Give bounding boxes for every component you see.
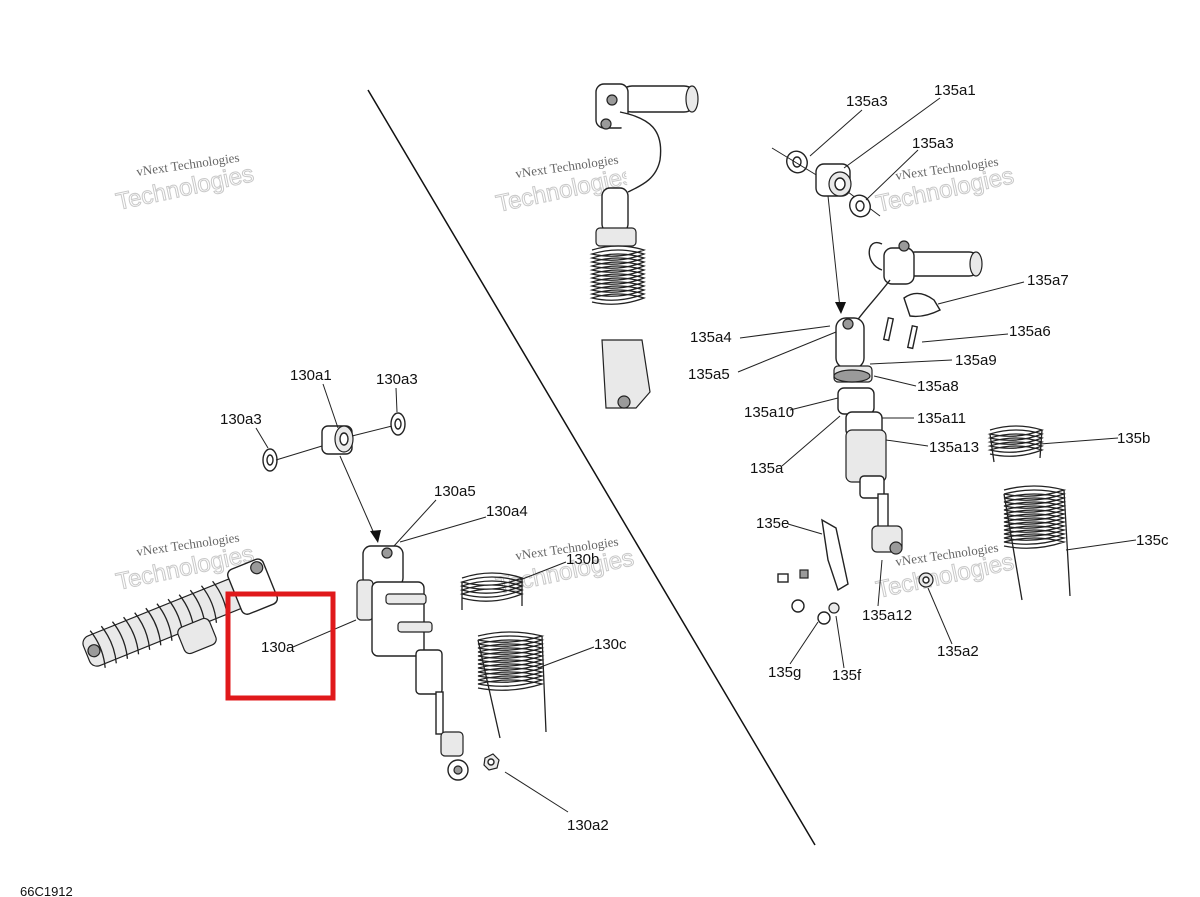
callout-135a10: 135a10 (744, 404, 794, 421)
spring-130c (477, 631, 547, 739)
callout-130a1: 130a1 (290, 367, 332, 384)
callout-130a3-left: 130a3 (220, 411, 262, 428)
nut-135a2 (918, 572, 934, 588)
figure-code: 66C1912 (20, 884, 73, 897)
callout-130a5: 130a5 (434, 483, 476, 500)
callout-135a: 135a (750, 460, 784, 477)
callout-135a9: 135a9 (955, 352, 997, 369)
callout-135a11: 135a11 (917, 410, 966, 427)
callout-135a1: 135a1 (934, 82, 976, 99)
spring-135c (1003, 485, 1071, 601)
shock-absorber-130a (356, 545, 469, 781)
callout-130c: 130c (594, 636, 627, 653)
callout-130a4: 130a4 (486, 503, 528, 520)
callout-135f: 135f (832, 667, 862, 684)
callout-135a12: 135a12 (862, 607, 912, 624)
washer-135a3-bottom (849, 194, 871, 218)
callout-135a6: 135a6 (1009, 323, 1051, 340)
bushing-130a1 (321, 425, 354, 455)
shock-absorber-135a (833, 317, 903, 555)
callout-130a: 130a (261, 639, 295, 656)
highlight-box-130a (225, 591, 336, 701)
reservoir-135a (855, 240, 983, 323)
bracket-135e (821, 518, 849, 592)
callout-135a7: 135a7 (1027, 272, 1069, 289)
callout-135a3-top: 135a3 (846, 93, 888, 110)
callout-130a3-right: 130a3 (376, 371, 418, 388)
small-hardware-135g (777, 569, 840, 625)
callout-135c: 135c (1136, 532, 1169, 549)
callout-135b: 135b (1117, 430, 1150, 447)
callout-135e: 135e (756, 515, 789, 532)
callout-135a3-bottom: 135a3 (912, 135, 954, 152)
callout-135a13: 135a13 (929, 439, 979, 456)
section-divider (367, 89, 816, 846)
watermark-mid-center: vNext Technologies Technologies (493, 534, 637, 601)
callout-130a2: 130a2 (567, 817, 609, 834)
shock-assembly-thumbnail-right (589, 83, 699, 409)
spring-135b (987, 425, 1044, 463)
callout-135a5: 135a5 (688, 366, 730, 383)
bushing-135a1 (815, 163, 852, 197)
callout-135a2: 135a2 (937, 643, 979, 660)
washer-135a3-top (786, 150, 808, 174)
assembly-arrow-head-right (835, 302, 846, 314)
assembly-arrow-head (370, 530, 381, 543)
callout-135a4: 135a4 (690, 329, 732, 346)
spring-130b (459, 572, 524, 610)
callout-135a8: 135a8 (917, 378, 959, 395)
watermark-top-right: vNext Technologies Technologies (873, 154, 1017, 219)
clamp-135a7 (903, 292, 941, 318)
callout-135g: 135g (768, 664, 801, 681)
callout-130b: 130b (566, 551, 599, 568)
bolts-135a6 (882, 316, 919, 350)
washer-130a3-left (262, 448, 278, 472)
watermark-top-left: vNext Technologies Technologies (113, 150, 257, 217)
nut-130a2 (483, 753, 500, 771)
shock-assembly-thumbnail-left (82, 558, 279, 668)
washer-130a3-right (390, 412, 406, 436)
